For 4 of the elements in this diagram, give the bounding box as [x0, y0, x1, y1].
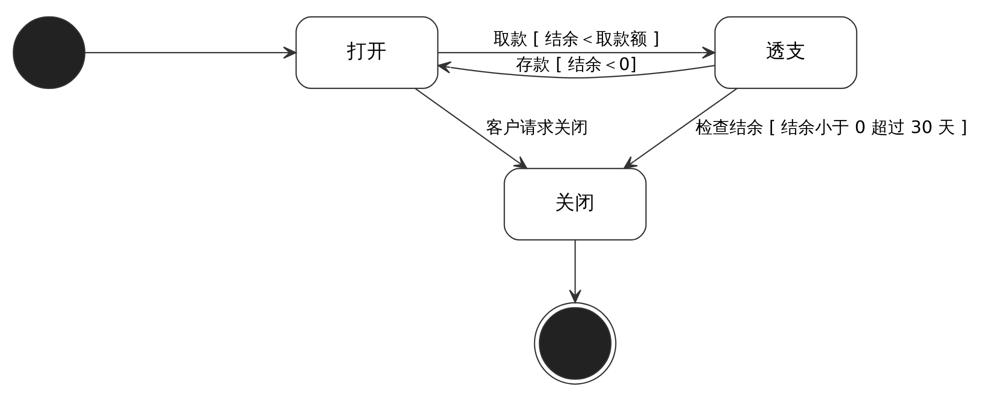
edge-label: 客户请求关闭: [486, 118, 588, 138]
edge-label: 存款 [ 结余＜0]: [516, 55, 637, 76]
edge-label: 取款 [ 结余＜取款额 ]: [493, 29, 660, 50]
edge-label: 检查结余 [ 结余小于 0 超过 30 天 ]: [696, 118, 968, 138]
